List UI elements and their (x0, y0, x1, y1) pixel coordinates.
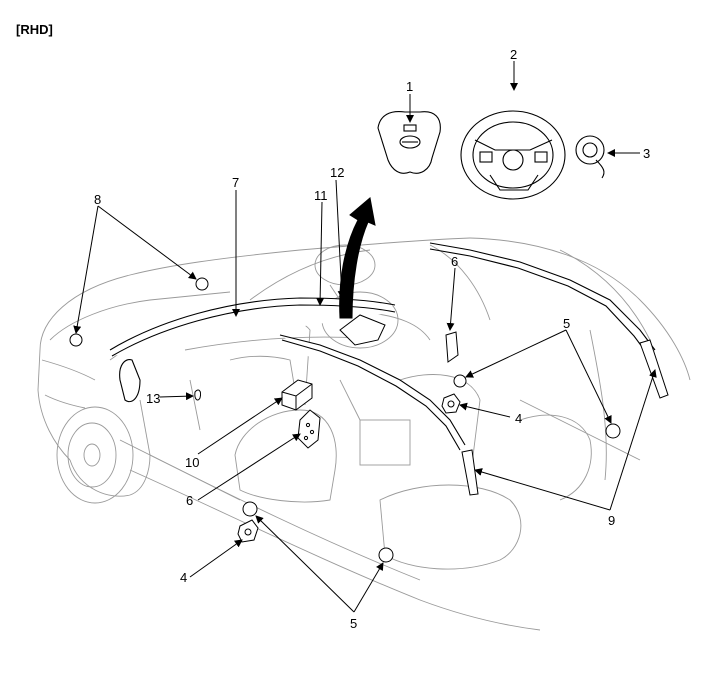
diagram-header: [RHD] (16, 22, 53, 37)
curtain-airbag-left (109, 297, 466, 451)
driver-airbag-module (377, 111, 441, 174)
callout-13: 13 (146, 391, 161, 406)
callout-5-lower: 5 (350, 616, 358, 631)
knee-airbag (194, 389, 201, 401)
callout-3: 3 (643, 146, 651, 161)
sensor-circles (69, 277, 621, 563)
callout-5-upper: 5 (563, 316, 571, 331)
circle-8a (195, 277, 209, 291)
curtain-tube-ends (461, 339, 669, 496)
side-mirror (119, 359, 141, 403)
seat-side-airbag-rear (445, 331, 459, 363)
car-body-outline (37, 237, 691, 631)
callout-10: 10 (185, 455, 200, 470)
side-impact-sensor-upper (441, 393, 461, 414)
circle-5a (453, 374, 467, 388)
clock-spring (575, 135, 605, 179)
seat-side-airbag (297, 409, 321, 449)
callout-9: 9 (608, 513, 616, 528)
circle-5b (605, 423, 621, 439)
callout-1: 1 (406, 79, 414, 94)
callout-8: 8 (94, 192, 102, 207)
circle-5c (242, 501, 258, 517)
callout-12: 12 (330, 165, 345, 180)
callout-6-lower: 6 (186, 493, 194, 508)
curtain-airbag-right (429, 242, 656, 356)
callout-6-upper: 6 (451, 254, 459, 269)
callout-4-lower: 4 (180, 570, 188, 585)
steering-wheel (460, 110, 566, 200)
callout-2: 2 (510, 47, 518, 62)
callout-4-upper: 4 (515, 411, 523, 426)
circle-5d (378, 547, 394, 563)
srs-control-module (281, 379, 313, 411)
leader-lines (73, 61, 657, 613)
passenger-airbag (339, 314, 386, 346)
circle-8b (69, 333, 83, 347)
side-impact-sensor-lower (237, 519, 259, 543)
callout-7: 7 (232, 175, 240, 190)
callout-11: 11 (314, 188, 328, 203)
